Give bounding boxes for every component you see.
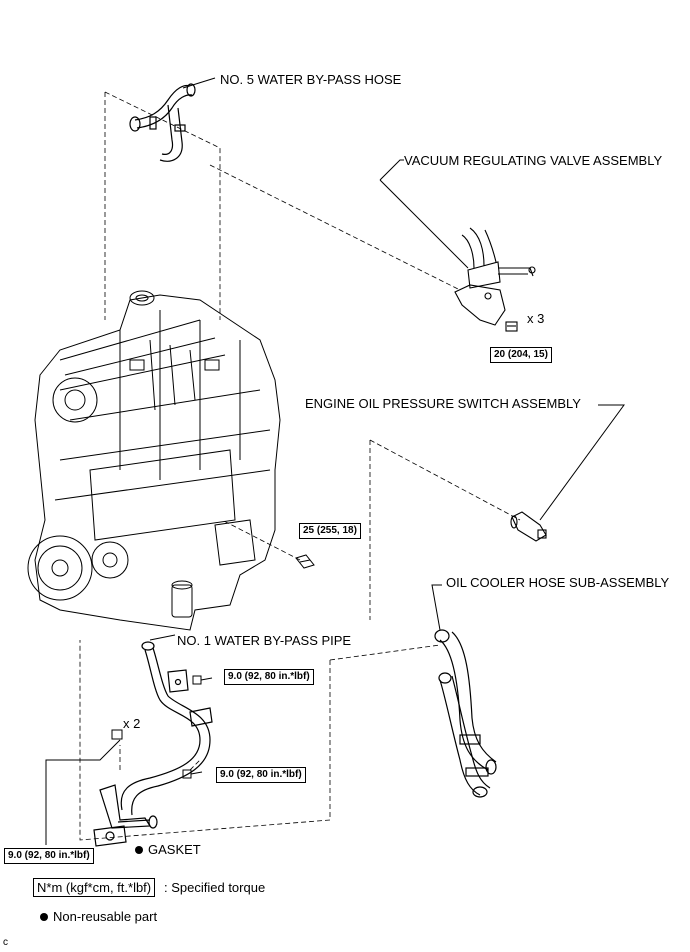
legend-torque-unit: N*m (kgf*cm, ft.*lbf) (33, 878, 156, 897)
gasket-label: GASKET (148, 842, 201, 857)
dashed-guide-lines (79, 91, 521, 841)
water-bypass-hose-drawing (129, 83, 196, 162)
vacuum-valve-drawing (454, 227, 536, 332)
gasket-non-reusable-dot (135, 846, 143, 854)
water-bypass-pipe-label: NO. 1 WATER BY-PASS PIPE (177, 633, 352, 648)
engine-block-drawing (27, 290, 281, 631)
vacuum-valve-label: VACUUM REGULATING VALVE ASSEMBLY (404, 153, 663, 168)
pipe-bolt-upper-torque: 9.0 (92, 80 in.*lbf) (224, 669, 314, 685)
oil-cooler-hose-drawing (434, 629, 497, 798)
oil-pressure-switch-drawing (510, 511, 547, 542)
pipe-bolts-drawing (111, 675, 213, 779)
legend-torque-desc: : Specified torque (164, 880, 266, 895)
legend-non-reusable-dot (40, 913, 48, 921)
valve-bolt-quantity: x 3 (527, 311, 545, 326)
oil-cooler-hose-label: OIL COOLER HOSE SUB-ASSEMBLY (446, 575, 670, 590)
legend-non-reusable-label: Non-reusable part (53, 909, 158, 924)
leader-lines (45, 77, 625, 845)
pipe-nut-torque: 9.0 (92, 80 in.*lbf) (4, 848, 94, 864)
pipe-bolt-lower-torque: 9.0 (92, 80 in.*lbf) (216, 767, 306, 783)
pipe-nut-quantity: x 2 (123, 716, 141, 731)
water-bypass-pipe-drawing (93, 641, 213, 847)
oil-switch-torque: 25 (255, 18) (299, 523, 361, 539)
oil-pressure-switch-label: ENGINE OIL PRESSURE SWITCH ASSEMBLY (305, 396, 581, 411)
valve-bolt-torque: 20 (204, 15) (490, 347, 552, 363)
corner-mark: C (3, 937, 8, 948)
water-bypass-hose-label: NO. 5 WATER BY-PASS HOSE (220, 72, 402, 87)
union-bolt-drawing (295, 554, 315, 569)
